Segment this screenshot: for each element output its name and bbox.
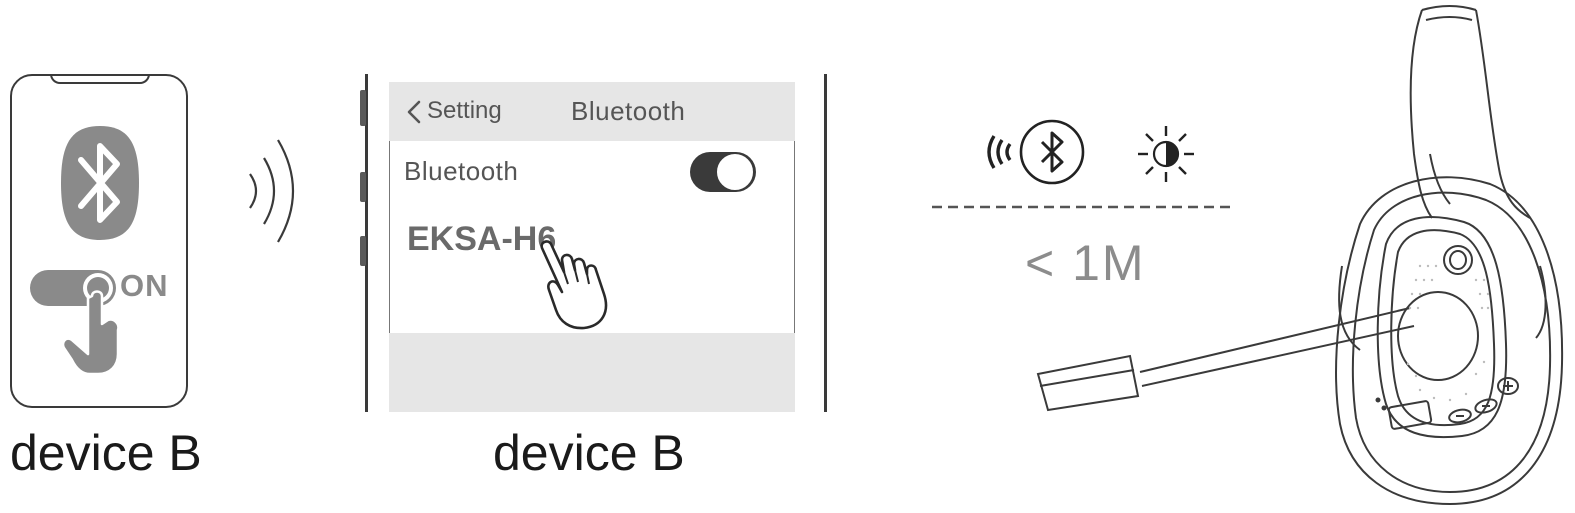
device-b-caption-left: device B bbox=[10, 425, 202, 481]
device-list-item[interactable]: EKSA-H6 bbox=[407, 220, 557, 258]
side-button bbox=[360, 172, 366, 202]
side-button bbox=[360, 236, 366, 266]
side-button bbox=[360, 90, 366, 126]
headset-illustration bbox=[1036, 5, 1564, 506]
device-frame-right bbox=[824, 74, 827, 412]
pointer-hand-icon bbox=[540, 240, 608, 330]
toggle-on-label: ON bbox=[120, 268, 169, 303]
page-title: Bluetooth bbox=[571, 96, 686, 126]
bluetooth-icon bbox=[987, 119, 1085, 185]
phone-notch bbox=[50, 74, 150, 84]
distance-label: < 1M bbox=[1025, 235, 1146, 291]
chevron-left-icon[interactable] bbox=[404, 98, 424, 126]
device-b-caption-middle: device B bbox=[493, 425, 685, 481]
distance-dashed-line bbox=[932, 205, 1230, 209]
signal-waves-icon bbox=[249, 139, 294, 243]
led-light-icon bbox=[1138, 126, 1194, 182]
bluetooth-row-label: Bluetooth bbox=[404, 156, 519, 186]
settings-footer bbox=[389, 333, 795, 412]
bluetooth-icon bbox=[61, 126, 139, 240]
settings-header bbox=[389, 82, 795, 141]
device-frame-left bbox=[365, 74, 368, 412]
toggle-switch-with-tap-hand bbox=[30, 270, 120, 376]
toggle-knob bbox=[716, 153, 754, 191]
back-button-label[interactable]: Setting bbox=[427, 97, 502, 124]
